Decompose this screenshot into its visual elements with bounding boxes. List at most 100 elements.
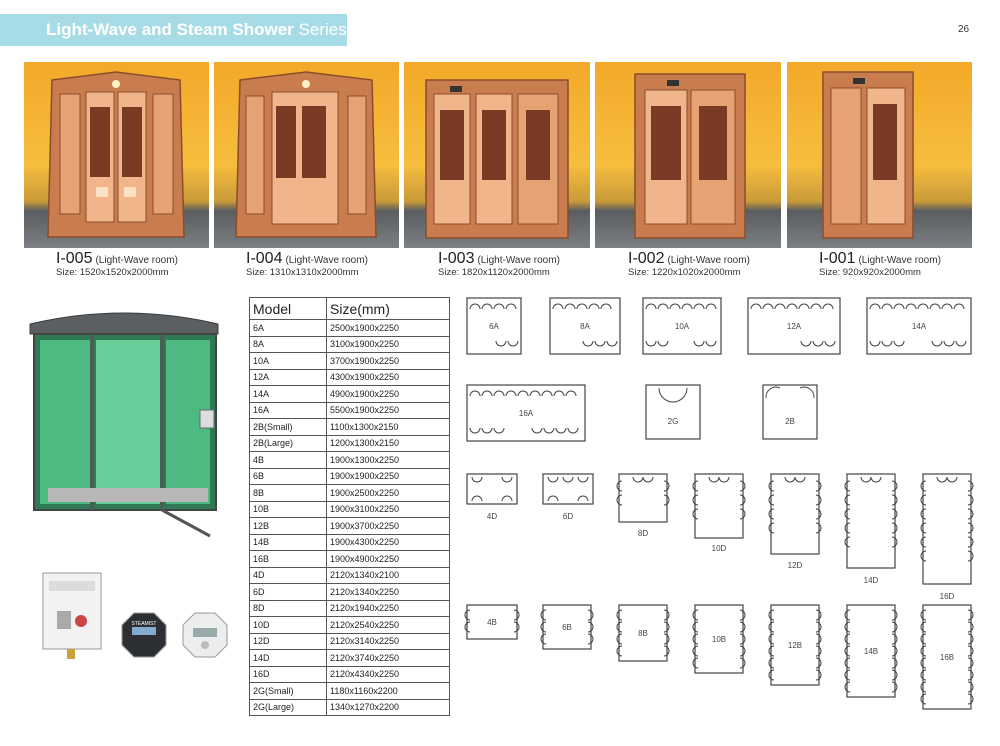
room-photo-i004 bbox=[214, 62, 399, 248]
room-desc: (Light-Wave room) bbox=[477, 255, 560, 266]
room-desc: (Light-Wave room) bbox=[667, 255, 750, 266]
size-cell: 2500x1900x2250 bbox=[326, 319, 450, 337]
table-row: 2B(Large)1200x1300x2150 bbox=[249, 434, 450, 452]
layout-label: 2G bbox=[668, 417, 679, 426]
layout-label: 4B bbox=[487, 618, 497, 627]
model-cell: 2G(Small) bbox=[249, 682, 327, 700]
room-size: Size: 920x920x2000mm bbox=[819, 267, 921, 278]
room-desc: (Light-Wave room) bbox=[95, 255, 178, 266]
layout-label: 10B bbox=[712, 635, 726, 644]
layout-diagram-8d bbox=[616, 473, 670, 523]
table-row: 2G(Large)1340x1270x2200 bbox=[249, 698, 450, 716]
room-caption-i002: I-002(Light-Wave room)Size: 1220x1020x20… bbox=[628, 250, 750, 278]
model-cell: 8A bbox=[249, 335, 327, 353]
layout-diagram-12a: 12A bbox=[747, 297, 841, 355]
size-cell: 2120x4340x2250 bbox=[326, 665, 450, 683]
size-cell: 1340x1270x2200 bbox=[326, 698, 450, 716]
model-cell: 10A bbox=[249, 352, 327, 370]
layout-diagram-14d bbox=[844, 473, 898, 569]
page-title-main: Light-Wave and Steam Shower bbox=[46, 20, 294, 39]
room-code: I-004 bbox=[246, 250, 283, 267]
layout-diagram-8a: 8A bbox=[549, 297, 621, 355]
layout-label: 12A bbox=[787, 322, 802, 331]
layout-label-10d: 10D bbox=[711, 544, 727, 553]
room-desc: (Light-Wave room) bbox=[858, 255, 941, 266]
room-size: Size: 1520x1520x2000mm bbox=[56, 267, 169, 278]
layout-diagram-10d bbox=[692, 473, 746, 539]
layout-label-12d: 12D bbox=[787, 561, 803, 570]
model-cell: 12D bbox=[249, 632, 327, 650]
room-code: I-005 bbox=[56, 250, 93, 267]
size-cell: 1900x4300x2250 bbox=[326, 533, 450, 551]
layout-label-6d: 6D bbox=[562, 512, 574, 521]
size-cell: 1900x3700x2250 bbox=[326, 517, 450, 535]
layout-diagram-10a: 10A bbox=[642, 297, 722, 355]
room-size: Size: 1220x1020x2000mm bbox=[628, 267, 741, 278]
size-cell: 1900x4900x2250 bbox=[326, 550, 450, 568]
layout-diagram-8b: 8B bbox=[616, 604, 670, 662]
size-cell: 2120x2540x2250 bbox=[326, 616, 450, 634]
size-cell: 3100x1900x2250 bbox=[326, 335, 450, 353]
layout-diagram-10b: 10B bbox=[692, 604, 746, 674]
layout-diagram-14b: 14B bbox=[844, 604, 898, 698]
model-cell: 16D bbox=[249, 665, 327, 683]
sauna-illustration bbox=[634, 73, 746, 239]
column-header: Size(mm) bbox=[326, 297, 450, 320]
layout-diagram-2b: 2B bbox=[762, 384, 818, 440]
model-cell: 2B(Small) bbox=[249, 418, 327, 436]
layout-diagram-2g: 2G bbox=[645, 384, 701, 440]
layout-diagram-16b: 16B bbox=[920, 604, 974, 710]
layout-diagram-6a: 6A bbox=[466, 297, 522, 355]
model-cell: 12B bbox=[249, 517, 327, 535]
model-cell: 2G(Large) bbox=[249, 698, 327, 716]
layout-diagram-16a: 16A bbox=[466, 384, 586, 442]
controller-brand-label: STEAMIST bbox=[131, 621, 156, 627]
model-cell: 14D bbox=[249, 649, 327, 667]
corner-sauna-illustration bbox=[47, 71, 185, 238]
room-caption-i001: I-001(Light-Wave room)Size: 920x920x2000… bbox=[819, 250, 941, 278]
model-cell: 6D bbox=[249, 583, 327, 601]
layout-label: 12B bbox=[788, 641, 802, 650]
room-size: Size: 1820x1120x2000mm bbox=[438, 267, 550, 278]
layout-diagram-6d bbox=[542, 473, 594, 505]
model-cell: 16A bbox=[249, 401, 327, 419]
room-photo-i002 bbox=[595, 62, 781, 248]
layout-diagram-4d bbox=[466, 473, 518, 505]
layout-label: 8B bbox=[638, 629, 648, 638]
room-caption-i004: I-004(Light-Wave room)Size: 1310x1310x20… bbox=[246, 250, 368, 278]
layout-diagram-12d bbox=[768, 473, 822, 555]
page-title: Light-Wave and Steam Shower Series bbox=[46, 20, 347, 40]
size-cell: 1900x1300x2250 bbox=[326, 451, 450, 469]
size-cell: 5500x1900x2250 bbox=[326, 401, 450, 419]
model-cell: 14B bbox=[249, 533, 327, 551]
steam-generator-illustration bbox=[42, 572, 102, 659]
layout-label: 14B bbox=[864, 647, 878, 656]
sauna-illustration bbox=[425, 79, 569, 239]
size-cell: 2120x1940x2250 bbox=[326, 599, 450, 617]
controller-black-illustration: STEAMIST bbox=[121, 612, 167, 658]
size-cell: 2120x3740x2250 bbox=[326, 649, 450, 667]
size-cell: 2120x1340x2250 bbox=[326, 583, 450, 601]
layout-diagram-6b: 6B bbox=[540, 604, 594, 650]
model-cell: 2B(Large) bbox=[249, 434, 327, 452]
model-cell: 12A bbox=[249, 368, 327, 386]
model-cell: 4B bbox=[249, 451, 327, 469]
model-cell: 16B bbox=[249, 550, 327, 568]
size-cell: 2120x3140x2250 bbox=[326, 632, 450, 650]
model-cell: 8B bbox=[249, 484, 327, 502]
page-number: 26 bbox=[958, 24, 970, 35]
room-photo-i003 bbox=[404, 62, 590, 248]
model-cell: 10D bbox=[249, 616, 327, 634]
layout-label: 2B bbox=[785, 417, 795, 426]
